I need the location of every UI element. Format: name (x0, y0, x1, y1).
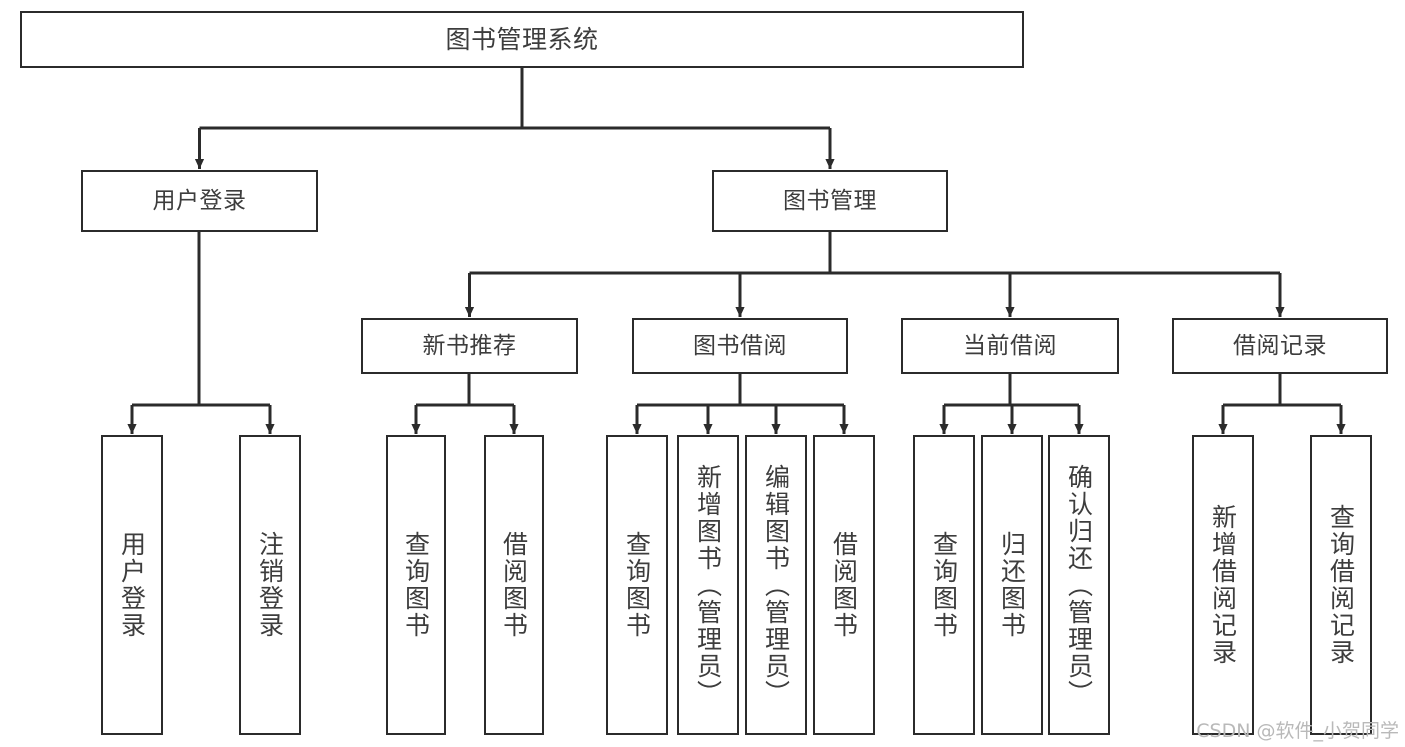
leaf-node-4[interactable]: 查询图书 (606, 435, 668, 735)
arrowhead-icon (265, 424, 275, 434)
arrowhead-icon (839, 424, 849, 434)
leaf-node-2[interactable]: 查询图书 (386, 435, 446, 735)
leaf-node-8[interactable]: 查询图书 (913, 435, 975, 735)
arrowhead-icon (464, 307, 475, 317)
leaf-node-6[interactable]: 编辑图书（管理员） (745, 435, 807, 735)
node-label: 查询图书 (929, 531, 959, 639)
node-label: 借阅图书 (499, 531, 529, 639)
arrowhead-icon (771, 424, 781, 434)
root-node[interactable]: 图书管理系统 (20, 11, 1024, 68)
leaf-node-5[interactable]: 新增图书（管理员） (677, 435, 739, 735)
arrowhead-icon (1218, 424, 1228, 434)
arrowhead-icon (194, 159, 205, 169)
leaf-node-10[interactable]: 确认归还（管理员） (1048, 435, 1110, 735)
arrowhead-icon (1336, 424, 1346, 434)
level2-node-3[interactable]: 借阅记录 (1172, 318, 1388, 374)
node-label: 确认归还（管理员） (1064, 463, 1094, 707)
level1-node-0[interactable]: 用户登录 (81, 170, 318, 232)
node-label: 图书管理系统 (445, 25, 599, 54)
node-label: 新书推荐 (422, 332, 517, 359)
arrowhead-icon (1275, 307, 1285, 317)
arrowhead-icon (127, 424, 137, 434)
arrowhead-icon (509, 424, 519, 434)
leaf-node-0[interactable]: 用户登录 (101, 435, 163, 735)
node-label: 图书借阅 (693, 332, 787, 359)
arrowhead-icon (735, 307, 745, 317)
node-label: 图书管理 (783, 187, 877, 214)
leaf-node-3[interactable]: 借阅图书 (484, 435, 544, 735)
leaf-node-12[interactable]: 查询借阅记录 (1310, 435, 1372, 735)
arrowhead-icon (1005, 307, 1015, 317)
level2-node-0[interactable]: 新书推荐 (361, 318, 578, 374)
arrowhead-icon (632, 424, 642, 434)
leaf-node-7[interactable]: 借阅图书 (813, 435, 875, 735)
node-label: 用户登录 (117, 531, 147, 639)
arrowhead-icon (825, 159, 835, 169)
node-label: 注销登录 (255, 531, 285, 639)
node-label: 查询图书 (622, 531, 652, 639)
level1-node-1[interactable]: 图书管理 (712, 170, 948, 232)
node-label: 借阅图书 (829, 531, 859, 639)
node-label: 新增借阅记录 (1208, 504, 1238, 666)
node-label: 借阅记录 (1233, 332, 1327, 359)
watermark-text: CSDN @软件_小贺同学 (1196, 720, 1399, 742)
node-label: 查询图书 (401, 531, 431, 639)
arrowhead-icon (1007, 424, 1017, 434)
leaf-node-1[interactable]: 注销登录 (239, 435, 301, 735)
leaf-node-11[interactable]: 新增借阅记录 (1192, 435, 1254, 735)
node-label: 用户登录 (152, 187, 247, 214)
arrowhead-icon (939, 424, 949, 434)
arrowhead-icon (1074, 424, 1084, 434)
node-label: 当前借阅 (963, 332, 1057, 359)
node-label: 查询借阅记录 (1326, 504, 1356, 666)
arrowhead-icon (703, 424, 713, 434)
node-label: 编辑图书（管理员） (761, 463, 791, 707)
node-label: 新增图书（管理员） (693, 463, 723, 707)
node-label: 归还图书 (997, 531, 1027, 639)
level2-node-2[interactable]: 当前借阅 (901, 318, 1119, 374)
arrowhead-icon (411, 424, 421, 434)
level2-node-1[interactable]: 图书借阅 (632, 318, 848, 374)
leaf-node-9[interactable]: 归还图书 (981, 435, 1043, 735)
